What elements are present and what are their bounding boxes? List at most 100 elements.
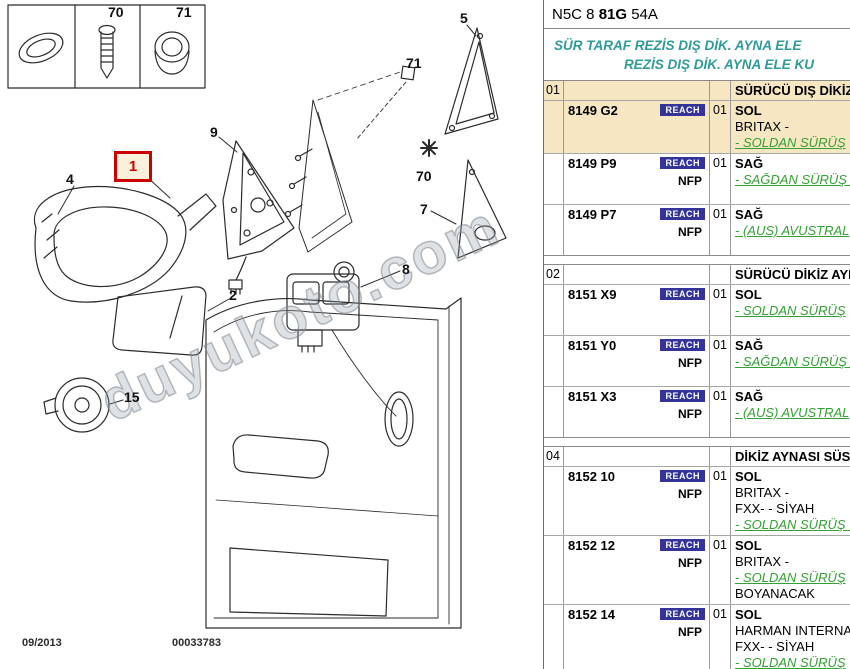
reach-badge[interactable]: REACH xyxy=(660,339,705,351)
description-line: SAĞ xyxy=(735,389,764,404)
description-line: SOL xyxy=(735,469,762,484)
nfp-label: NFP xyxy=(678,625,702,639)
description-line: HARMAN INTERNAT xyxy=(735,623,850,638)
part-cell-top: 8151 X3 REACH xyxy=(568,389,705,404)
legend-screw-icon xyxy=(98,24,116,79)
reach-badge[interactable]: REACH xyxy=(660,104,705,116)
description-line[interactable]: - SOLDAN SÜRÜŞ xyxy=(735,655,846,669)
reach-badge[interactable]: REACH xyxy=(660,539,705,551)
part-number[interactable]: 8152 14 xyxy=(568,607,615,622)
row-id-cell xyxy=(544,605,564,669)
part-cell: 8149 G2 REACH xyxy=(564,101,710,153)
mirror-glass-drawing xyxy=(112,286,207,356)
legend-box xyxy=(7,4,206,89)
description-line[interactable]: - SAĞDAN SÜRÜŞ R xyxy=(735,172,850,187)
diagram-pane: duyukoto.com 70 71 5 71 9 1 4 70 7 2 8 1… xyxy=(7,4,511,649)
group-header-row: 01 SÜRÜCÜ DIŞ DİKİZ xyxy=(544,81,850,100)
description-line: SAĞ xyxy=(735,338,764,353)
section-title: SÜR TARAF REZİS DIŞ DİK. AYNA ELE REZİS … xyxy=(544,29,850,80)
nfp-label: NFP xyxy=(678,556,702,570)
nfp-label: NFP xyxy=(678,174,702,188)
part-number[interactable]: 8151 Y0 xyxy=(568,338,617,353)
reach-badge[interactable]: REACH xyxy=(660,470,705,482)
quantity: 01 xyxy=(710,205,731,255)
switch-unit-drawing xyxy=(286,261,397,417)
part-cell-top: 8149 P7 REACH xyxy=(568,207,705,222)
quantity: 01 xyxy=(710,387,731,437)
description-line[interactable]: - (AUS) AVUSTRAL xyxy=(735,223,850,238)
group-title-cell: SÜRÜCÜ DIŞ DİKİZ xyxy=(731,81,850,100)
group-id: 01 xyxy=(544,81,564,100)
part-description: SAĞ- SAĞDAN SÜRÜŞ R xyxy=(731,154,850,204)
trim-triangle-7-drawing xyxy=(457,159,507,259)
footer-date: 09/2013 xyxy=(22,637,62,649)
description-line[interactable]: - SOLDAN SÜRÜŞ xyxy=(735,570,846,585)
small-screws-drawing xyxy=(284,148,313,218)
group-title-cell: DİKİZ AYNASI SÜSÜ xyxy=(731,447,850,466)
part-description: SOL- SOLDAN SÜRÜŞ xyxy=(731,285,850,335)
section-title-line-1: SÜR TARAF REZİS DIŞ DİK. AYNA ELE xyxy=(554,38,802,53)
part-number[interactable]: 8151 X3 xyxy=(568,389,617,404)
group-title: SÜRÜCÜ DIŞ DİKİZ xyxy=(735,83,850,98)
part-cell: 8152 12 REACH NFP xyxy=(564,536,710,604)
part-cell-top: 8152 10 REACH xyxy=(568,469,705,484)
part-cell-empty xyxy=(564,81,710,100)
description-line[interactable]: - SAĞDAN SÜRÜŞ R xyxy=(735,354,850,369)
quantity: 01 xyxy=(710,336,731,386)
part-cell-empty xyxy=(564,265,710,284)
legend-grommet-icon xyxy=(18,32,64,64)
part-number[interactable]: 8152 12 xyxy=(568,538,615,553)
description-line[interactable]: - (AUS) AVUSTRAL xyxy=(735,405,850,420)
callout-item-7: 7 xyxy=(420,201,428,217)
part-number[interactable]: 8152 10 xyxy=(568,469,615,484)
section-title-line-2: REZİS DIŞ DİK. AYNA ELE KU xyxy=(624,57,815,72)
description-line[interactable]: - SOLDAN SÜRÜŞ V xyxy=(735,517,850,532)
group-id: 02 xyxy=(544,265,564,284)
callout-item-1-highlighted: 1 xyxy=(114,151,152,182)
part-number[interactable]: 8149 G2 xyxy=(568,103,618,118)
part-description: SAĞ- (AUS) AVUSTRAL xyxy=(731,205,850,255)
gasket-plate-drawing xyxy=(298,99,353,253)
reach-badge[interactable]: REACH xyxy=(660,288,705,300)
description-line: FXX- - SİYAH xyxy=(735,501,815,516)
part-number[interactable]: 8149 P9 xyxy=(568,156,617,171)
part-number[interactable]: 8149 P7 xyxy=(568,207,617,222)
description-line: SOL xyxy=(735,287,762,302)
description-line: FXX- - SİYAH xyxy=(735,639,815,654)
reach-badge[interactable]: REACH xyxy=(660,608,705,620)
part-cell: 8152 14 REACH NFP xyxy=(564,605,710,669)
nfp-label: NFP xyxy=(678,487,702,501)
table-pane-inner: N5C 8 81G 54A SÜR TARAF REZİS DIŞ DİK. A… xyxy=(544,0,850,669)
part-cell-empty xyxy=(564,447,710,466)
part-number[interactable]: 8151 X9 xyxy=(568,287,617,302)
callout-item-9: 9 xyxy=(210,124,218,140)
row-id-cell xyxy=(544,536,564,604)
description-line[interactable]: - SOLDAN SÜRÜŞ xyxy=(735,303,846,318)
callout-item-4: 4 xyxy=(66,171,74,187)
reach-badge[interactable]: REACH xyxy=(660,157,705,169)
description-line[interactable]: - SOLDAN SÜRÜŞ xyxy=(735,135,846,150)
row-id-cell xyxy=(544,205,564,255)
group-title-cell: SÜRÜCÜ DİKİZ AYN xyxy=(731,265,850,284)
reach-badge[interactable]: REACH xyxy=(660,390,705,402)
mirror-housing-drawing xyxy=(33,185,217,303)
reach-badge[interactable]: REACH xyxy=(660,208,705,220)
code-bold: 81G xyxy=(598,6,628,23)
table-pane: N5C 8 81G 54A SÜR TARAF REZİS DIŞ DİK. A… xyxy=(543,0,850,669)
code-suffix: 54A xyxy=(627,6,658,23)
description-line: SOL xyxy=(735,607,762,622)
description-line: BRITAX - xyxy=(735,485,789,500)
part-cell-top: 8149 P9 REACH xyxy=(568,156,705,171)
part-cell-top: 8152 12 REACH xyxy=(568,538,705,553)
